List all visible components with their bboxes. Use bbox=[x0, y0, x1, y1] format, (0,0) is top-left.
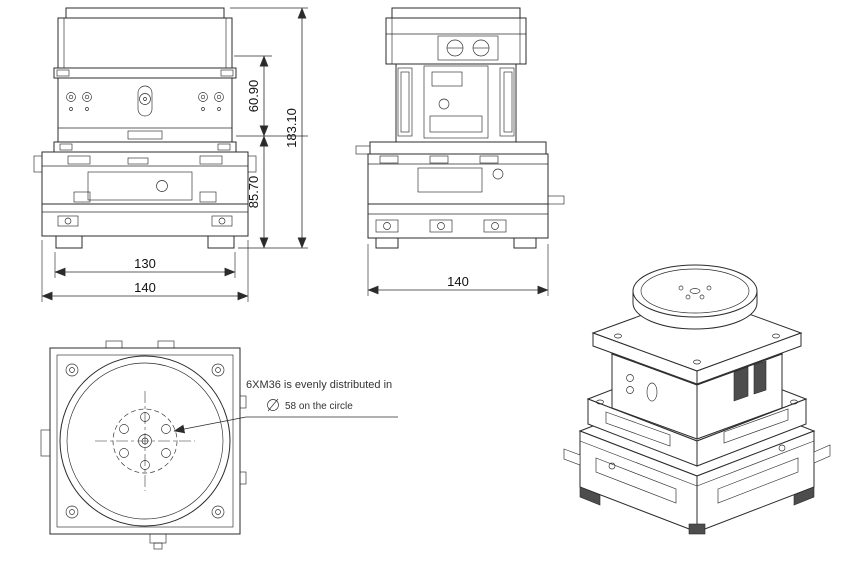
dim-inner-width: 130 bbox=[134, 256, 156, 271]
top-view bbox=[40, 340, 247, 550]
dim-upper-height: 60.90 bbox=[246, 80, 261, 113]
isometric-view bbox=[563, 264, 831, 535]
note-line1: 6XM36 is evenly distributed in bbox=[246, 379, 392, 391]
dim-side-width: 140 bbox=[447, 274, 469, 289]
note-line2: 58 on the circle bbox=[285, 401, 353, 412]
dim-total-height: 183.10 bbox=[284, 108, 299, 148]
side-view bbox=[355, 7, 565, 249]
front-view-dimensions-horizontal: 130 140 bbox=[41, 240, 249, 302]
front-view-dimensions-vertical: 60.90 85.70 183.10 bbox=[230, 7, 308, 249]
dim-lower-height: 85.70 bbox=[246, 176, 261, 209]
top-view-note: 6XM36 is evenly distributed in 58 on the… bbox=[173, 379, 398, 434]
dim-outer-width: 140 bbox=[134, 280, 156, 295]
side-view-dimension: 140 bbox=[367, 244, 549, 296]
diameter-symbol-icon bbox=[267, 398, 279, 412]
front-view bbox=[33, 7, 257, 249]
